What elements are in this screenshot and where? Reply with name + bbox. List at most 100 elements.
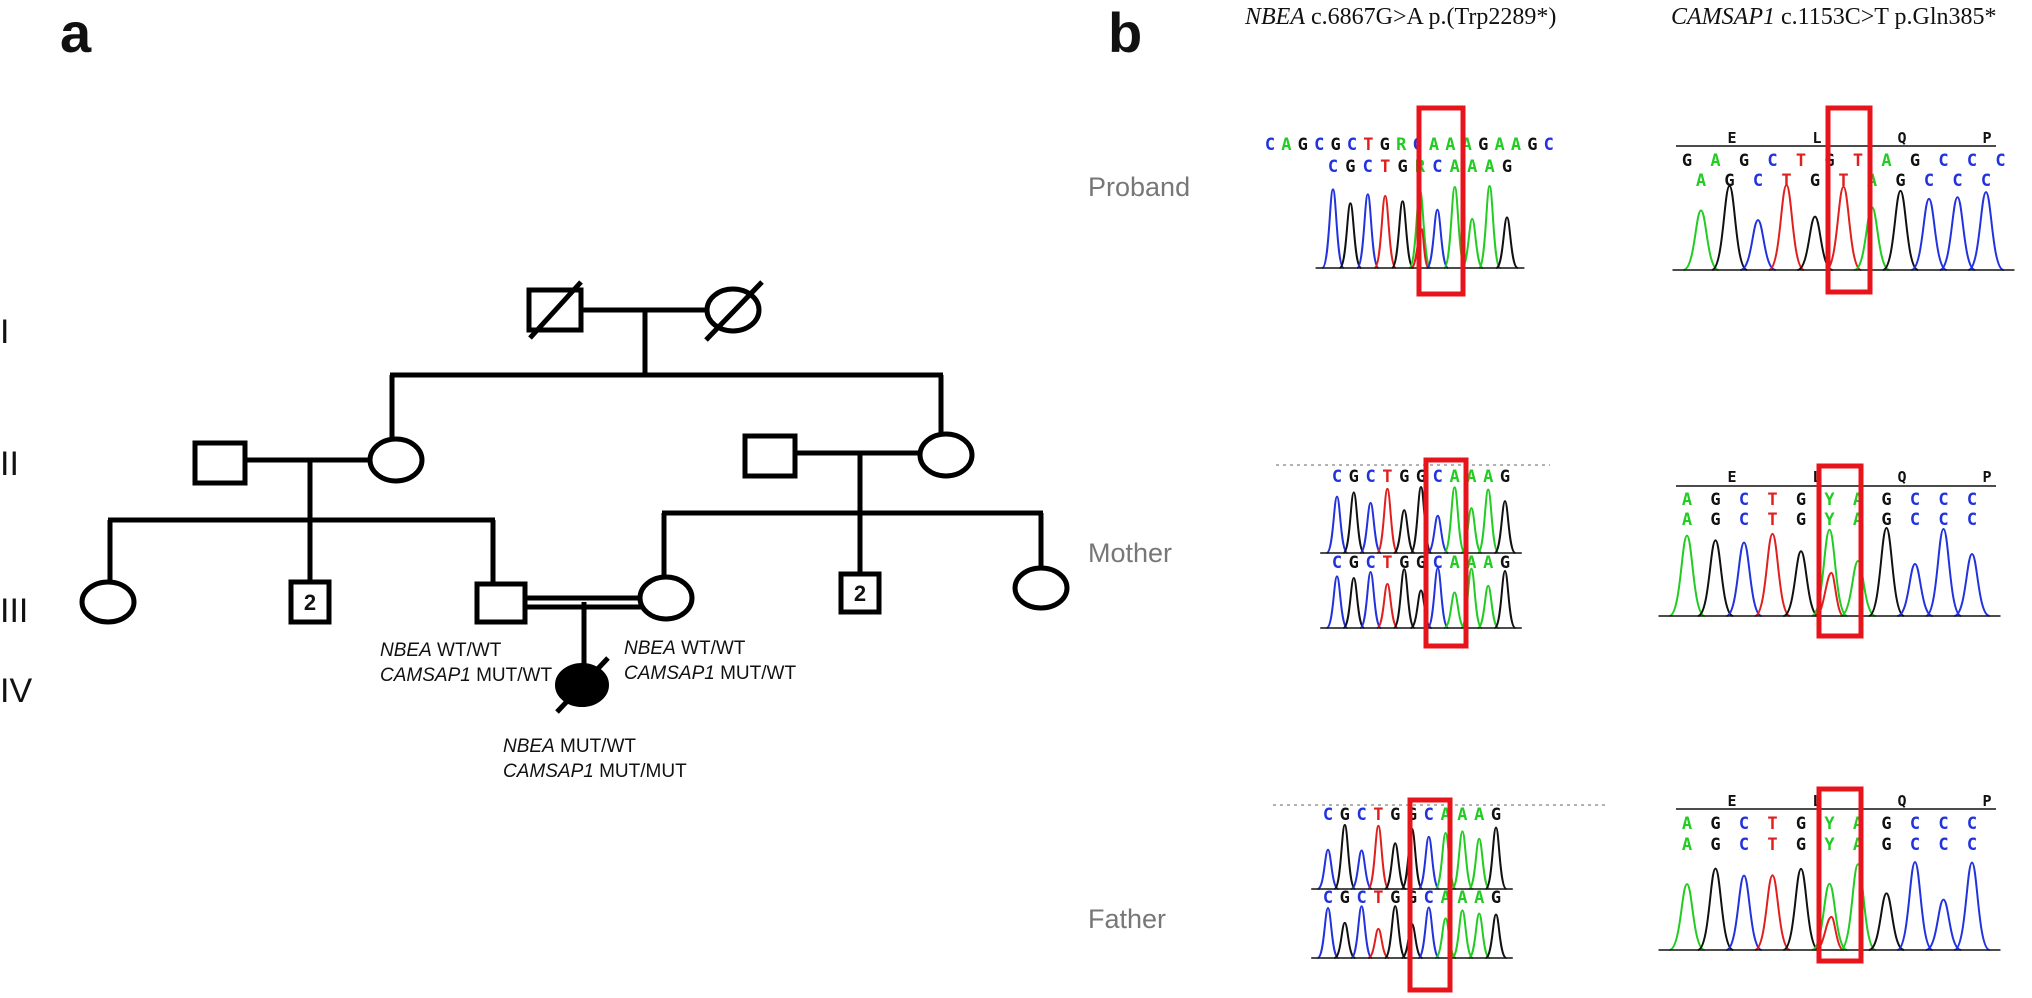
chromatogram-trace bbox=[1725, 874, 1763, 951]
sequence-letter: G bbox=[1881, 510, 1891, 530]
chromatogram-trace bbox=[1451, 909, 1474, 959]
sequence-letter: A bbox=[1494, 135, 1504, 155]
sequence-letter: G bbox=[1330, 135, 1340, 155]
variant-highlight-box bbox=[1407, 797, 1453, 993]
sequence-letter: C bbox=[1967, 814, 1977, 834]
sequence-letter: C bbox=[1544, 135, 1554, 155]
generation-label-i: I bbox=[0, 313, 9, 351]
chromatogram-trace bbox=[1316, 848, 1340, 890]
sequence-letter: A bbox=[1449, 553, 1459, 573]
pedigree: 2 2 bbox=[79, 280, 1070, 714]
chromatogram-trace bbox=[1451, 830, 1474, 890]
chromatogram-trace bbox=[1325, 575, 1349, 629]
chromatogram-trace bbox=[1493, 570, 1517, 629]
sequence-letter: T bbox=[1767, 835, 1777, 855]
sequence-letter: A bbox=[1449, 467, 1459, 487]
sequence-letter: A bbox=[1445, 135, 1455, 155]
sequence-letter: A bbox=[1462, 135, 1472, 155]
sequence-letter: C bbox=[1424, 888, 1434, 908]
chromatogram-trace bbox=[1460, 217, 1484, 269]
sequence-letter: C bbox=[1432, 157, 1442, 177]
chromatogram-trace bbox=[1477, 185, 1502, 269]
amino-acid-label: P bbox=[1982, 129, 1991, 147]
sequence-letter: G bbox=[1416, 553, 1426, 573]
sequence-letter: A bbox=[1696, 171, 1706, 191]
sequence-letter: C bbox=[1910, 490, 1920, 510]
chromatogram-trace bbox=[1376, 582, 1399, 629]
sequence-letter: G bbox=[1910, 151, 1920, 171]
sequence-letter: T bbox=[1373, 888, 1383, 908]
gen3-mother bbox=[637, 574, 695, 622]
sequence-letter: C bbox=[1967, 835, 1977, 855]
sequence-letter: C bbox=[1328, 157, 1338, 177]
chromatogram-trace bbox=[1373, 195, 1397, 269]
gen3-female bbox=[1012, 565, 1070, 611]
chromatogram-trace bbox=[1342, 576, 1366, 629]
chromatogram-trace bbox=[1321, 188, 1345, 269]
sequence-letter: G bbox=[1710, 835, 1720, 855]
sequence-letter: G bbox=[1710, 510, 1720, 530]
chromatogram-trace bbox=[1925, 527, 1962, 617]
panel-label-a: a bbox=[60, 1, 92, 64]
chromatogram-trace bbox=[1825, 185, 1862, 271]
sequence-letter: A bbox=[1853, 814, 1863, 834]
sequence-letter: G bbox=[1340, 805, 1350, 825]
chromatogram-trace bbox=[1896, 861, 1934, 951]
sequence-letter: C bbox=[1433, 467, 1443, 487]
sequence-letter: G bbox=[1390, 888, 1400, 908]
chromatogram-trace bbox=[1896, 562, 1934, 617]
chromatogram-trace bbox=[1839, 863, 1877, 951]
chromatogram-trace bbox=[1910, 197, 1948, 271]
sequence-letter: G bbox=[1399, 467, 1409, 487]
sequence-letter: G bbox=[1710, 814, 1720, 834]
chromatogram-trace bbox=[1668, 534, 1706, 617]
chromatogram-trace bbox=[1443, 591, 1466, 629]
sequence-letter: C bbox=[1952, 171, 1962, 191]
sequence-letter: G bbox=[1345, 157, 1355, 177]
chromatogram-trace bbox=[1410, 228, 1430, 269]
sequence-letter: T bbox=[1363, 135, 1373, 155]
chromatogram-trace bbox=[1350, 849, 1373, 890]
sequence-letter: A bbox=[1474, 888, 1484, 908]
gen2-right-wife bbox=[917, 431, 975, 479]
amino-acid-label: E bbox=[1727, 129, 1736, 147]
sequence-letter: A bbox=[1881, 151, 1891, 171]
sequence-letter: G bbox=[1500, 467, 1510, 487]
sequence-letter: T bbox=[1767, 490, 1777, 510]
sequence-letter: G bbox=[1416, 467, 1426, 487]
column-header-camsap1: CAMSAP1 c.1153C>T p.Gln385* bbox=[1671, 4, 1997, 30]
chromatogram-trace bbox=[1333, 824, 1357, 890]
chromatogram-trace bbox=[1434, 831, 1457, 890]
sequence-letter: A bbox=[1853, 510, 1863, 530]
sequence-letter: T bbox=[1382, 467, 1392, 487]
sequence-letter: A bbox=[1484, 157, 1494, 177]
sequence-letter: A bbox=[1710, 151, 1720, 171]
chromatogram-trace bbox=[1768, 184, 1805, 271]
sequence-letter: A bbox=[1853, 835, 1863, 855]
chromatogram-trace bbox=[1925, 898, 1962, 951]
sequence-letter: A bbox=[1682, 490, 1692, 510]
sequence-letter: G bbox=[1397, 157, 1407, 177]
chromatogram-trace bbox=[1425, 208, 1450, 269]
sequence-letter: A bbox=[1457, 888, 1467, 908]
sequence-letter: T bbox=[1838, 171, 1848, 191]
chromatogram-trace bbox=[1338, 202, 1363, 269]
chromatogram-trace bbox=[1476, 584, 1500, 629]
chromatogram-trace bbox=[1350, 905, 1373, 959]
amino-acid-label: Q bbox=[1897, 792, 1906, 810]
sequence-letter: C bbox=[1332, 467, 1342, 487]
chromatogram-trace bbox=[1443, 486, 1466, 554]
chromatogram-trace bbox=[1417, 835, 1441, 890]
chromatogram-trace bbox=[1839, 560, 1877, 617]
proband-genotype-camsap1: CAMSAP1 MUT/MUT bbox=[503, 761, 687, 782]
gen2-right-husband bbox=[742, 433, 798, 479]
sequence-letter: G bbox=[1298, 135, 1308, 155]
sequence-letter: A bbox=[1466, 553, 1476, 573]
chromatogram-trace bbox=[1493, 500, 1517, 554]
sequence-letter: G bbox=[1810, 171, 1820, 191]
sequence-letter: C bbox=[1323, 888, 1333, 908]
chromatogram-trace bbox=[1754, 874, 1791, 951]
sequence-letter: G bbox=[1527, 135, 1537, 155]
sequence-letter: C bbox=[1938, 151, 1948, 171]
sequence-letter: A bbox=[1457, 805, 1467, 825]
